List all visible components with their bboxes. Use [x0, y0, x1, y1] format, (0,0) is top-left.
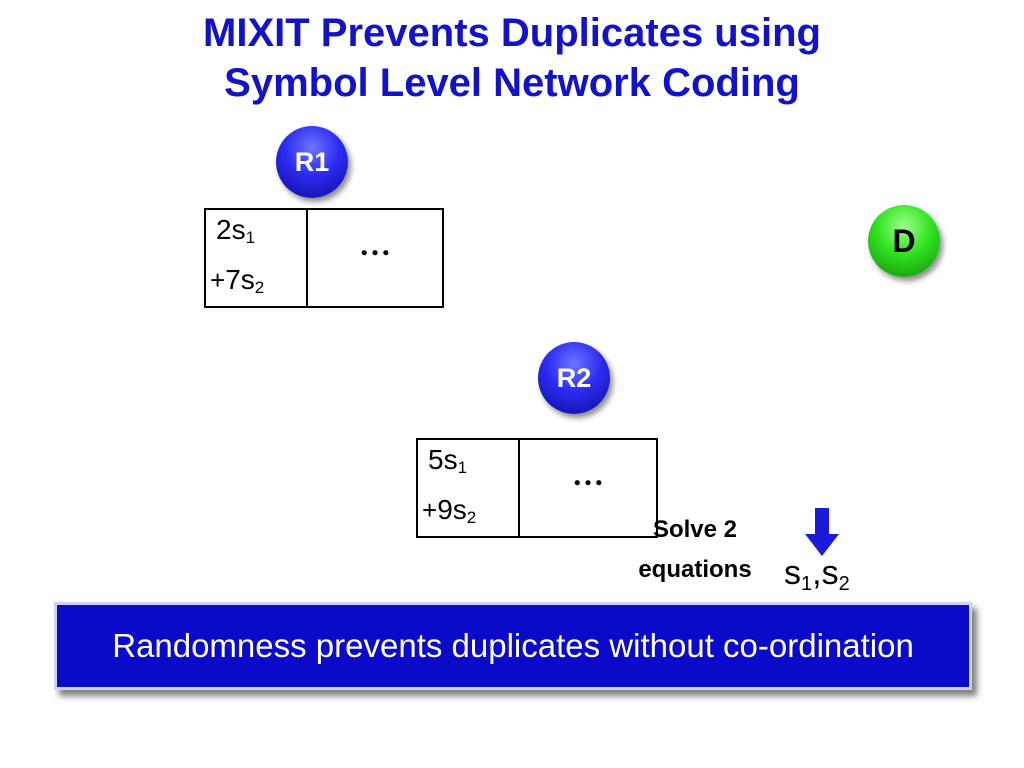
- title-line-1: MIXIT Prevents Duplicates using: [203, 11, 821, 55]
- packet-r1-term-2: +7s2: [210, 264, 265, 297]
- arrow-down-icon: [805, 508, 839, 556]
- summary-banner-text: Randomness prevents duplicates without c…: [112, 627, 914, 664]
- packet-r1-coded-symbol: 2s1 +7s2: [206, 210, 308, 306]
- slide-title: MIXIT Prevents Duplicates using Symbol L…: [0, 8, 1024, 108]
- title-line-2: Symbol Level Network Coding: [224, 61, 800, 105]
- destination-node-d: D: [868, 205, 940, 277]
- router-node-r1: R1: [276, 126, 348, 198]
- solve-line-1: Solve 2: [652, 516, 738, 543]
- packet-r2-term-2: +9s2: [422, 494, 477, 527]
- packet-r1: 2s1 +7s2 …: [204, 208, 444, 308]
- packet-r2-coded-symbol: 5s1 +9s2: [418, 440, 520, 536]
- decoded-symbols: s1,s2: [784, 554, 850, 595]
- packet-r1-term-1: 2s1: [216, 214, 256, 247]
- solve-equations-label: Solve 2 equations: [620, 510, 770, 590]
- solve-line-2: equations: [638, 556, 752, 583]
- packet-r2: 5s1 +9s2 …: [416, 438, 658, 538]
- packet-r1-remaining-symbols: …: [359, 226, 391, 262]
- router-node-r1-label: R1: [294, 146, 330, 177]
- packet-r2-term-1: 5s1: [428, 444, 468, 477]
- packet-r2-remaining-symbols: …: [572, 456, 604, 492]
- router-node-r2: R2: [538, 342, 610, 414]
- router-node-r2-label: R2: [556, 362, 592, 393]
- summary-banner: Randomness prevents duplicates without c…: [54, 602, 972, 690]
- destination-node-d-label: D: [892, 222, 916, 259]
